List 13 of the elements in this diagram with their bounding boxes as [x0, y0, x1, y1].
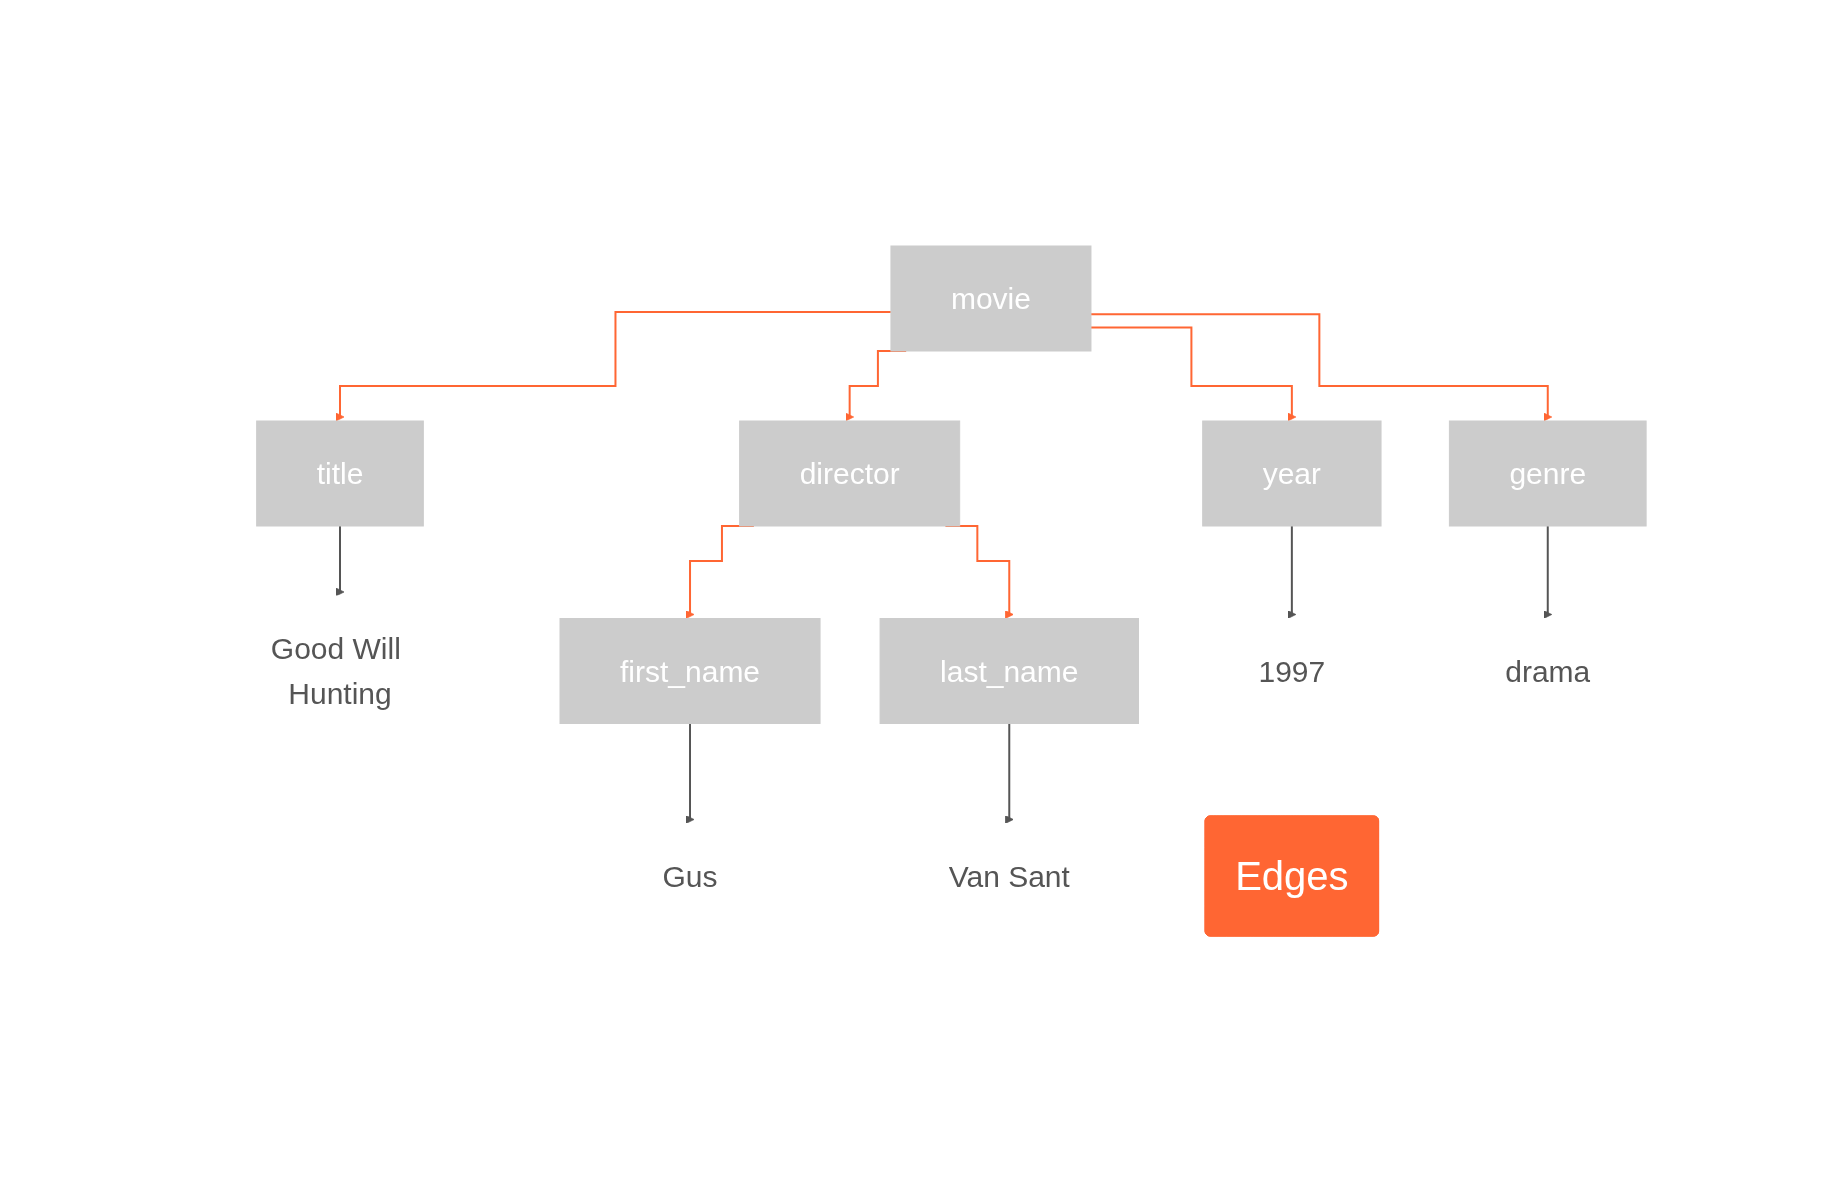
node-text: Good Will Hunting [271, 632, 402, 710]
node-text: drama [1505, 654, 1591, 688]
arrow [1543, 525, 1553, 619]
arrow [1287, 525, 1297, 619]
node-text: Gus [662, 859, 718, 893]
node-text: Van Sant [949, 859, 1071, 893]
node-text: 1997 [1258, 654, 1326, 688]
arrow [1090, 313, 1553, 422]
arrow [1090, 326, 1297, 422]
arrow [686, 722, 695, 824]
arrow [335, 310, 893, 422]
arrow [1005, 722, 1015, 824]
arrow [335, 525, 345, 597]
